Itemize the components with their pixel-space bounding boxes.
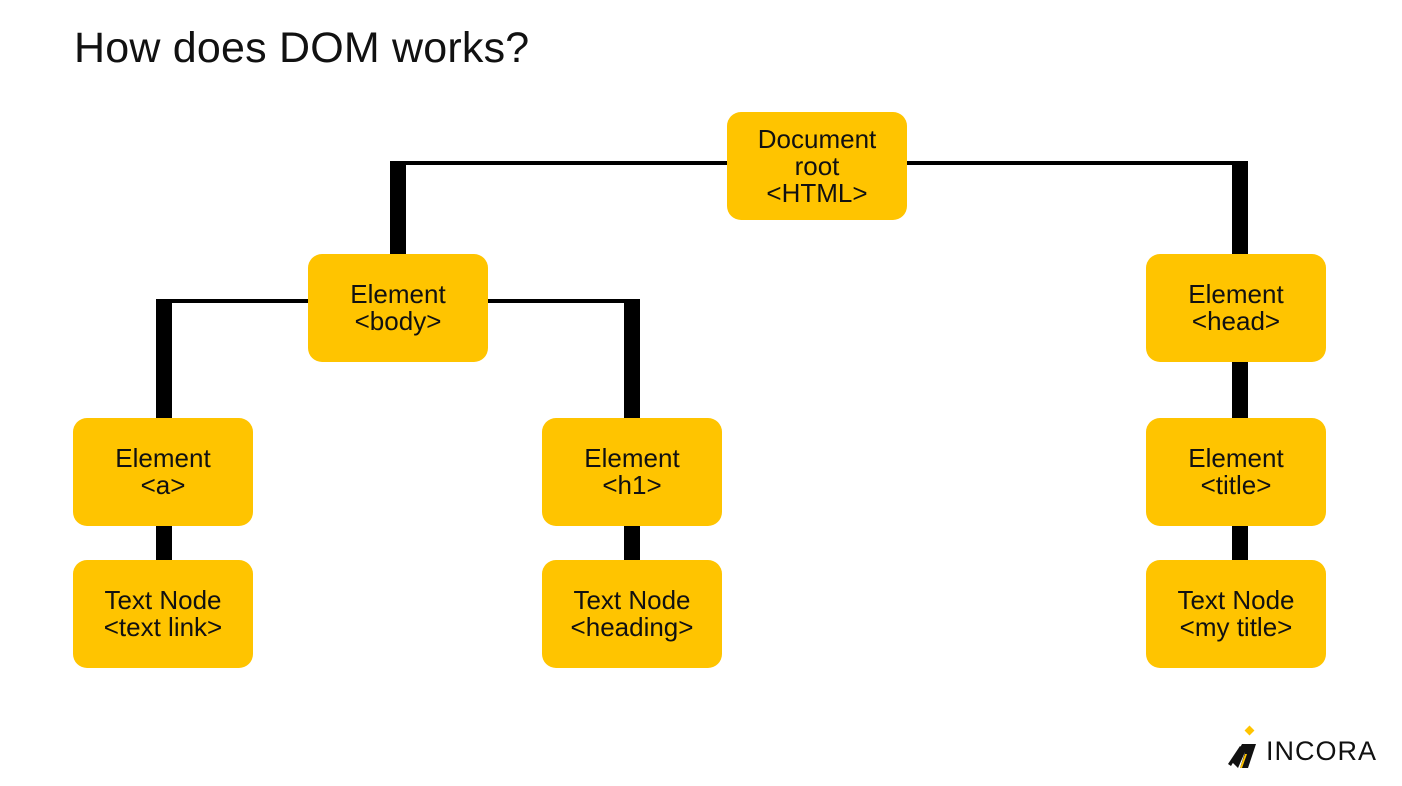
node-label: Element: [584, 443, 680, 473]
node-label: Element: [1188, 279, 1284, 309]
node-document-root: Document root <HTML>: [727, 112, 907, 220]
node-tag: <title>: [1200, 470, 1272, 500]
node-text-link: Text Node <text link>: [73, 560, 253, 668]
incora-logo-text: INCORA: [1266, 736, 1378, 766]
node-label: Document: [757, 123, 877, 154]
node-element-head: Element <head>: [1146, 254, 1326, 362]
node-label: Element: [115, 443, 211, 473]
node-tag: <text link>: [103, 612, 223, 642]
node-element-h1: Element <h1>: [542, 418, 722, 526]
node-tag: <body>: [354, 306, 442, 336]
node-tag: <HTML>: [766, 177, 868, 208]
incora-logo: INCORA: [1226, 724, 1396, 774]
node-label: root: [794, 150, 840, 181]
node-label: Element: [1188, 443, 1284, 473]
node-element-a: Element <a>: [73, 418, 253, 526]
node-tag: <heading>: [570, 612, 694, 642]
node-element-title: Element <title>: [1146, 418, 1326, 526]
node-tag: <h1>: [602, 470, 662, 500]
node-label: Text Node: [573, 585, 691, 615]
node-label: Element: [350, 279, 446, 309]
node-element-body: Element <body>: [308, 254, 488, 362]
node-tag: <my title>: [1179, 612, 1293, 642]
page-title: How does DOM works?: [74, 24, 530, 72]
node-label: Text Node: [1177, 585, 1295, 615]
incora-logo-icon: [1228, 725, 1256, 768]
node-label: Text Node: [104, 585, 222, 615]
node-tag: <a>: [140, 470, 186, 500]
node-text-heading: Text Node <heading>: [542, 560, 722, 668]
node-text-my-title: Text Node <my title>: [1146, 560, 1326, 668]
node-tag: <head>: [1191, 306, 1281, 336]
